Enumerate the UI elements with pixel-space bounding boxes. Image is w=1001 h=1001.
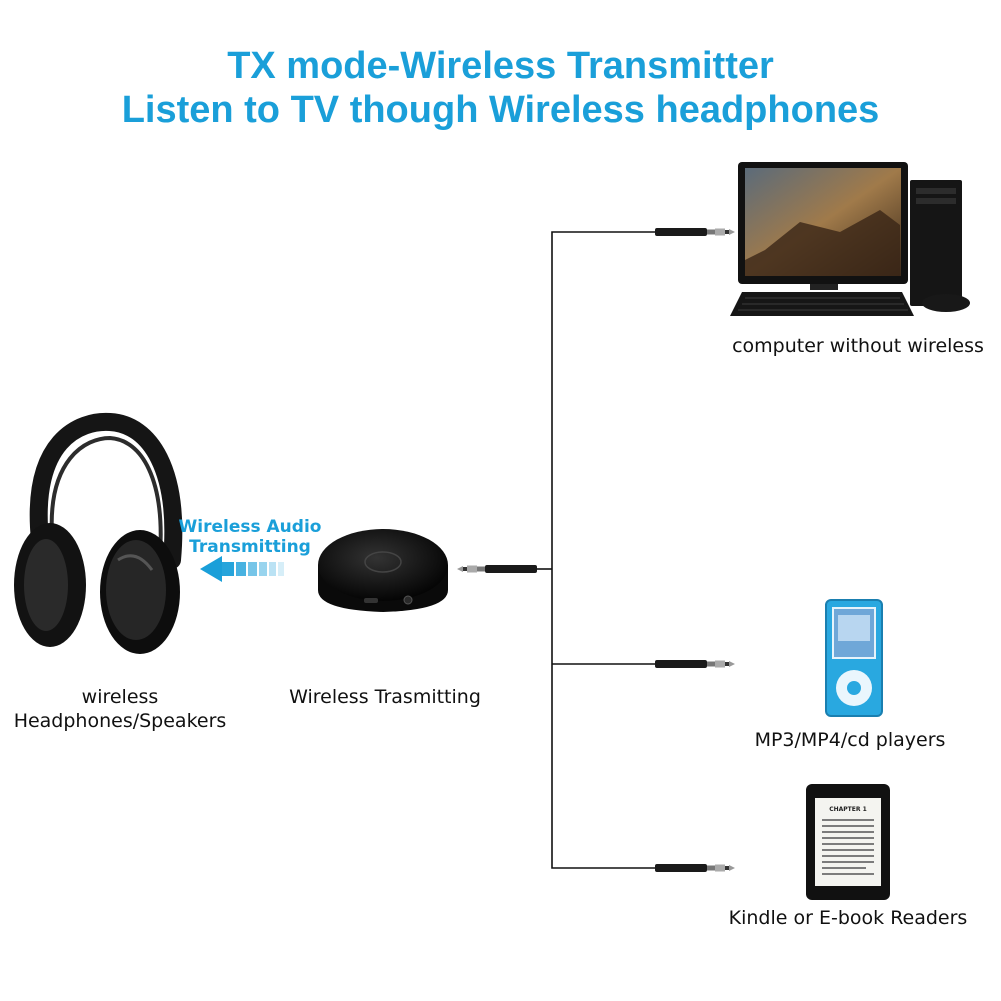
- kindle-label: Kindle or E-book Readers: [705, 907, 991, 929]
- desktop-computer-icon: [730, 162, 970, 316]
- signal-caption: Wireless Audio Transmitting: [170, 517, 330, 557]
- ebook-chapter-text: CHAPTER 1: [829, 806, 867, 813]
- headphones-label-line-2: Headphones/Speakers: [0, 709, 240, 733]
- audio-plug-icon: [655, 864, 735, 872]
- cable-lines: [537, 232, 655, 868]
- ebook-reader-icon: CHAPTER 1: [806, 784, 890, 900]
- computer-label: computer without wireless: [715, 335, 1001, 357]
- audio-plug-icon: [655, 660, 735, 668]
- signal-caption-line-2: Transmitting: [170, 537, 330, 557]
- audio-plug-icon: [655, 228, 735, 236]
- signal-caption-line-1: Wireless Audio: [170, 517, 330, 537]
- headphones-label: wireless Headphones/Speakers: [0, 685, 240, 733]
- audio-plug-icon: [457, 565, 537, 573]
- transmitter-label: Wireless Trasmitting: [270, 686, 500, 708]
- transmitter-device-icon: [318, 529, 448, 612]
- headphones-label-line-1: wireless: [0, 685, 240, 709]
- headphones-icon: [14, 422, 180, 654]
- mp3-label: MP3/MP4/cd players: [720, 729, 980, 751]
- mp3-player-icon: [826, 600, 882, 716]
- wireless-signal-arrow: [200, 556, 284, 582]
